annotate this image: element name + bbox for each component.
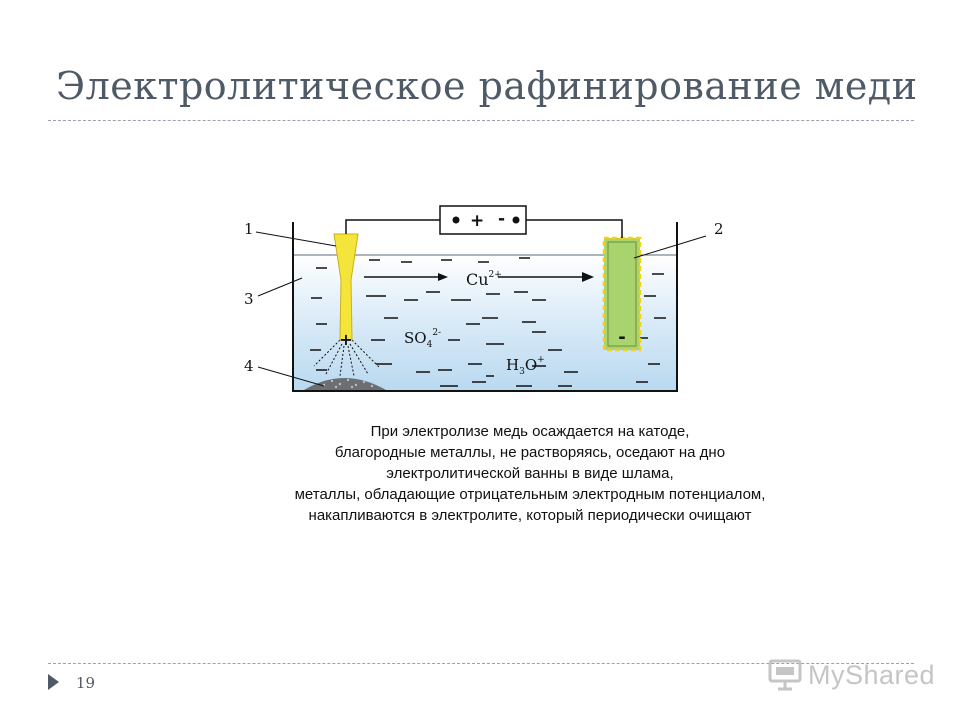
migration-arrow (364, 272, 594, 282)
page-number: 19 (76, 674, 96, 692)
anode-sign: + (339, 330, 352, 349)
callout-3: 3 (244, 290, 254, 308)
caption-line: электролитической ванны в виде шлама, (386, 465, 674, 482)
callout-1: 1 (244, 220, 254, 238)
presentation-screen-icon (768, 659, 802, 691)
callout-2: 2 (714, 220, 724, 238)
electrolyte-ions (310, 257, 666, 387)
circuit-wires (345, 219, 623, 238)
caption-line: благородные металлы, не растворяясь, осе… (334, 444, 726, 461)
callout-4: 4 (244, 357, 254, 375)
title-divider (48, 120, 914, 121)
bath (292, 222, 678, 392)
caption-line: металлы, обладающие отрицательным электр… (294, 486, 766, 503)
h3o-ion-label: H3O+ (506, 355, 545, 377)
anode (333, 233, 359, 341)
source-minus: - (498, 209, 505, 229)
caption-line: накапливаются в электролите, который пер… (308, 507, 752, 524)
caption: При электролизе медь осаждается на катод… (200, 421, 860, 526)
cathode-sign: - (618, 327, 625, 348)
watermark-text: MyShared (808, 660, 936, 690)
footer-divider (48, 663, 914, 664)
source-plus: + (470, 211, 484, 231)
footer-arrow-icon (48, 674, 59, 690)
precipitate-paths (313, 339, 381, 377)
slide-title: Электролитическое рафинирование меди (56, 64, 918, 108)
caption-line: При электролизе медь осаждается на катод… (370, 423, 690, 440)
sludge (304, 378, 386, 390)
so4-ion-label: SO42- (404, 328, 441, 350)
power-source (439, 205, 527, 235)
watermark: MyShared (768, 656, 935, 696)
callout-leaders (255, 231, 707, 387)
electrolysis-diagram: + - + - Cu2+ SO42- H3O+ 1 2 3 4 (244, 205, 724, 392)
cu-ion-label: Cu2+ (466, 270, 502, 289)
